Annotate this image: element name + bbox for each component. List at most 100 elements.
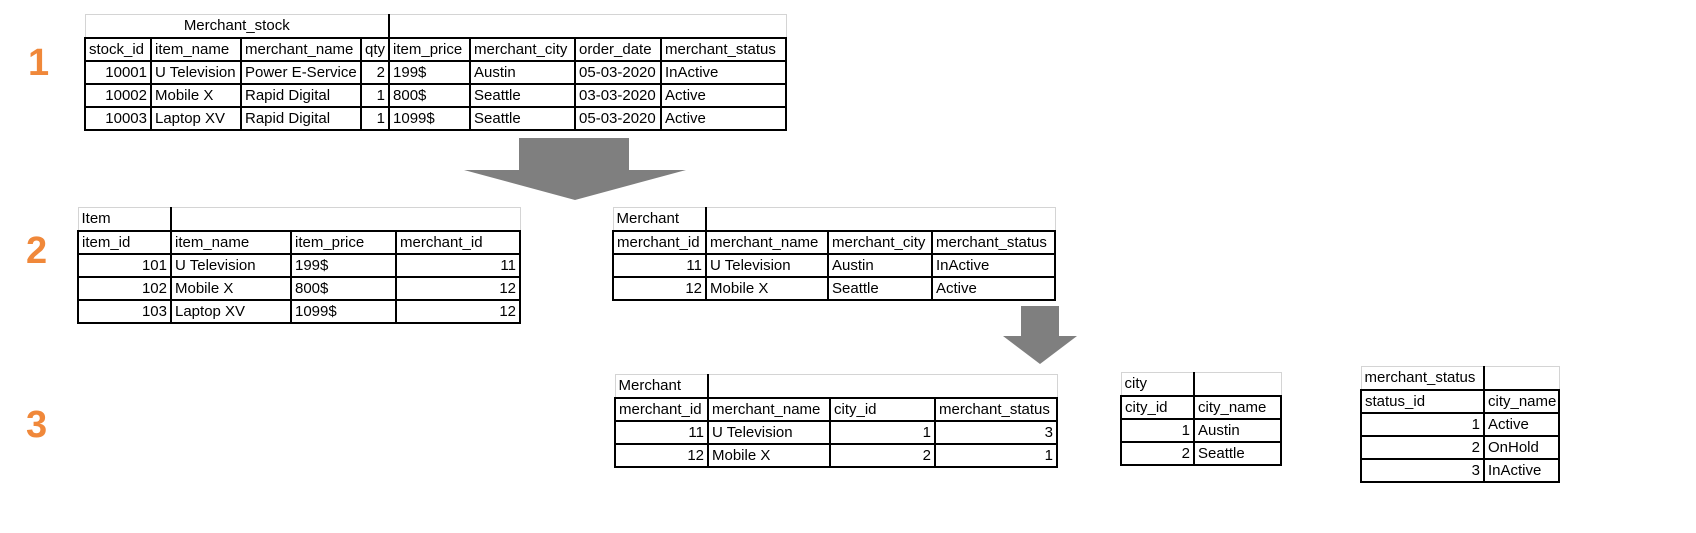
- table-cell: U Television: [707, 420, 831, 445]
- table-row: 10001 U Television Power E-Service 2 199…: [84, 60, 788, 85]
- column-header: item_name: [150, 36, 242, 62]
- table-cell: 10003: [84, 106, 152, 131]
- merchant-status-table: merchant_status status_id city_name 1 Ac…: [1360, 366, 1560, 483]
- table-cell: 102: [77, 276, 172, 301]
- step-number-2: 2: [26, 230, 48, 272]
- table-cell: 199$: [388, 60, 472, 85]
- down-arrow-icon: [1003, 306, 1077, 364]
- table-cell: 11: [614, 420, 709, 445]
- table-cell: Seattle: [469, 106, 577, 131]
- column-header: item_id: [77, 229, 172, 255]
- table-cell: 05-03-2020: [574, 106, 663, 131]
- column-header: item_price: [388, 36, 472, 62]
- column-header: item_price: [290, 229, 397, 255]
- table-cell: Mobile X: [170, 276, 292, 301]
- column-header: city_name: [1193, 394, 1282, 420]
- table-title: Merchant_stock: [84, 14, 391, 39]
- table-cell: 3: [1360, 458, 1485, 483]
- table-cell: 2: [829, 443, 936, 468]
- table-cell: U Television: [705, 253, 829, 278]
- table-cell: 03-03-2020: [574, 83, 663, 108]
- table-cell: 2: [1120, 441, 1195, 466]
- column-header: item_name: [170, 229, 292, 255]
- table-cell: 1099$: [388, 106, 472, 131]
- table-row: 1 Austin: [1120, 418, 1282, 443]
- item-table: Item item_id item_name item_price mercha…: [77, 207, 521, 324]
- city-table: city city_id city_name 1 Austin 2 Seattl…: [1120, 372, 1282, 466]
- table-cell: 10001: [84, 60, 152, 85]
- table-cell: U Television: [150, 60, 242, 85]
- step-number-1: 1: [28, 42, 50, 84]
- down-arrow-icon: [464, 138, 686, 200]
- table-row: 2 OnHold: [1360, 435, 1560, 460]
- table-cell: Rapid Digital: [240, 106, 362, 131]
- table-title: Item: [77, 207, 172, 232]
- table-cell: 3: [934, 420, 1058, 445]
- table-row: 102 Mobile X 800$ 12: [77, 276, 521, 301]
- table-cell: Active: [931, 276, 1056, 301]
- table-cell: InActive: [660, 60, 788, 85]
- table-row: 10003 Laptop XV Rapid Digital 1 1099$ Se…: [84, 106, 788, 131]
- table-cell: 2: [1360, 435, 1485, 460]
- table-cell: Laptop XV: [170, 299, 292, 324]
- table-cell: Mobile X: [707, 443, 831, 468]
- column-header: merchant_id: [395, 229, 521, 255]
- table-cell: Rapid Digital: [240, 83, 362, 108]
- table-cell: 12: [612, 276, 707, 301]
- table-cell: 1: [1120, 418, 1195, 443]
- table-cell: 800$: [388, 83, 472, 108]
- table-cell: 2: [359, 60, 391, 85]
- table-cell: Seattle: [827, 276, 933, 301]
- table-cell: 11: [395, 253, 521, 278]
- table-cell: InActive: [931, 253, 1056, 278]
- table-cell: Active: [660, 106, 788, 131]
- merchant-table-step2: Merchant merchant_id merchant_name merch…: [612, 207, 1056, 301]
- table-row: 3 InActive: [1360, 458, 1560, 483]
- table-row: 12 Mobile X 2 1: [614, 443, 1058, 468]
- table-cell: 1: [359, 106, 391, 131]
- table-cell: 101: [77, 253, 172, 278]
- merchant-stock-table: Merchant_stock stock_id item_name mercha…: [84, 14, 788, 131]
- column-header: merchant_status: [934, 396, 1058, 422]
- table-cell: 1099$: [290, 299, 397, 324]
- table-cell: 1: [1360, 412, 1485, 437]
- table-cell: 12: [395, 276, 521, 301]
- step-number-3: 3: [26, 404, 48, 446]
- table-row: 103 Laptop XV 1099$ 12: [77, 299, 521, 324]
- table-row: 1 Active: [1360, 412, 1560, 437]
- table-row: 101 U Television 199$ 11: [77, 253, 521, 278]
- column-header: merchant_name: [705, 229, 829, 255]
- table-cell: Mobile X: [150, 83, 242, 108]
- table-cell: 12: [614, 443, 709, 468]
- table-cell: 1: [934, 443, 1058, 468]
- table-cell: Active: [1483, 412, 1560, 437]
- table-cell: 1: [359, 83, 391, 108]
- column-header: merchant_name: [240, 36, 362, 62]
- column-header: qty: [359, 36, 391, 62]
- table-cell: U Television: [170, 253, 292, 278]
- column-header: status_id: [1360, 388, 1485, 414]
- table-row: 12 Mobile X Seattle Active: [612, 276, 1056, 301]
- column-header: merchant_city: [469, 36, 577, 62]
- merchant-table-step3: Merchant merchant_id merchant_name city_…: [614, 374, 1058, 468]
- table-cell: Mobile X: [705, 276, 829, 301]
- column-header: merchant_id: [612, 229, 707, 255]
- table-cell: Austin: [1193, 418, 1282, 443]
- table-title: city: [1120, 372, 1195, 397]
- column-header: city_id: [1120, 394, 1195, 420]
- table-title: Merchant: [612, 207, 707, 232]
- table-title: Merchant: [614, 374, 709, 399]
- column-header: stock_id: [84, 36, 152, 62]
- column-header: city_id: [829, 396, 936, 422]
- table-cell: Seattle: [1193, 441, 1282, 466]
- table-cell: 1: [829, 420, 936, 445]
- table-cell: Austin: [827, 253, 933, 278]
- table-cell: Seattle: [469, 83, 577, 108]
- table-cell: Power E-Service: [240, 60, 362, 85]
- table-cell: InActive: [1483, 458, 1560, 483]
- table-cell: 11: [612, 253, 707, 278]
- table-title: merchant_status: [1360, 366, 1485, 391]
- table-row: 2 Seattle: [1120, 441, 1282, 466]
- table-cell: Active: [660, 83, 788, 108]
- column-header: merchant_city: [827, 229, 933, 255]
